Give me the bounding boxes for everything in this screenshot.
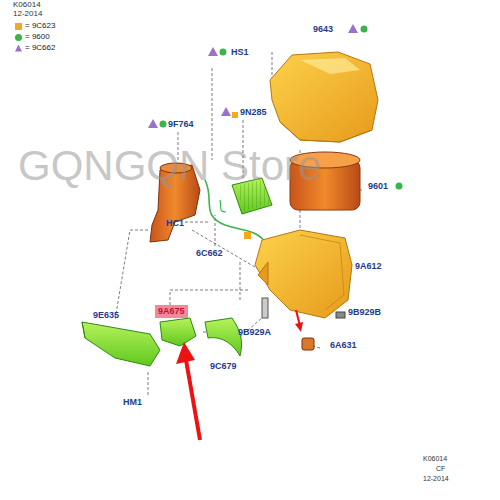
part-number: 9E635: [93, 311, 119, 320]
callout-code: HM1: [123, 398, 142, 407]
callout-code: HS1: [231, 48, 249, 57]
legend-swatch: [15, 45, 22, 52]
legend-swatch: [15, 23, 22, 30]
legend-row: = 9600: [15, 33, 50, 41]
part-number: 9A675: [158, 307, 185, 316]
callout-code: HC1: [166, 219, 184, 228]
part-number: 9N285: [240, 108, 267, 117]
legend-text: = 9600: [25, 33, 50, 41]
legend-swatch: [15, 34, 22, 41]
highlight-box: 9A675: [155, 305, 188, 318]
part-number: 9B929A: [238, 328, 271, 337]
drawing-number: K06014: [13, 1, 41, 9]
part-number: 9643: [313, 25, 333, 34]
drawing-date: 12-2014: [13, 10, 42, 18]
legend-text: = 9C662: [25, 44, 55, 52]
part-number: 9B929B: [348, 308, 381, 317]
drawing-date: 12-2014: [423, 475, 449, 482]
part-number: 6A631: [330, 341, 357, 350]
legend-row: = 9C662: [15, 44, 55, 52]
part-number: 9C679: [210, 362, 237, 371]
drawing-code: CF: [436, 465, 445, 472]
part-number: 9F764: [168, 120, 194, 129]
legend-text: = 9C623: [25, 22, 55, 30]
drawing-number: K06014: [423, 455, 447, 462]
legend-row: = 9C623: [15, 22, 55, 30]
watermark: GQNGQN Store: [18, 145, 321, 187]
part-number: 9A612: [355, 262, 382, 271]
part-number: 9601: [368, 182, 388, 191]
part-number: 6C662: [196, 249, 223, 258]
